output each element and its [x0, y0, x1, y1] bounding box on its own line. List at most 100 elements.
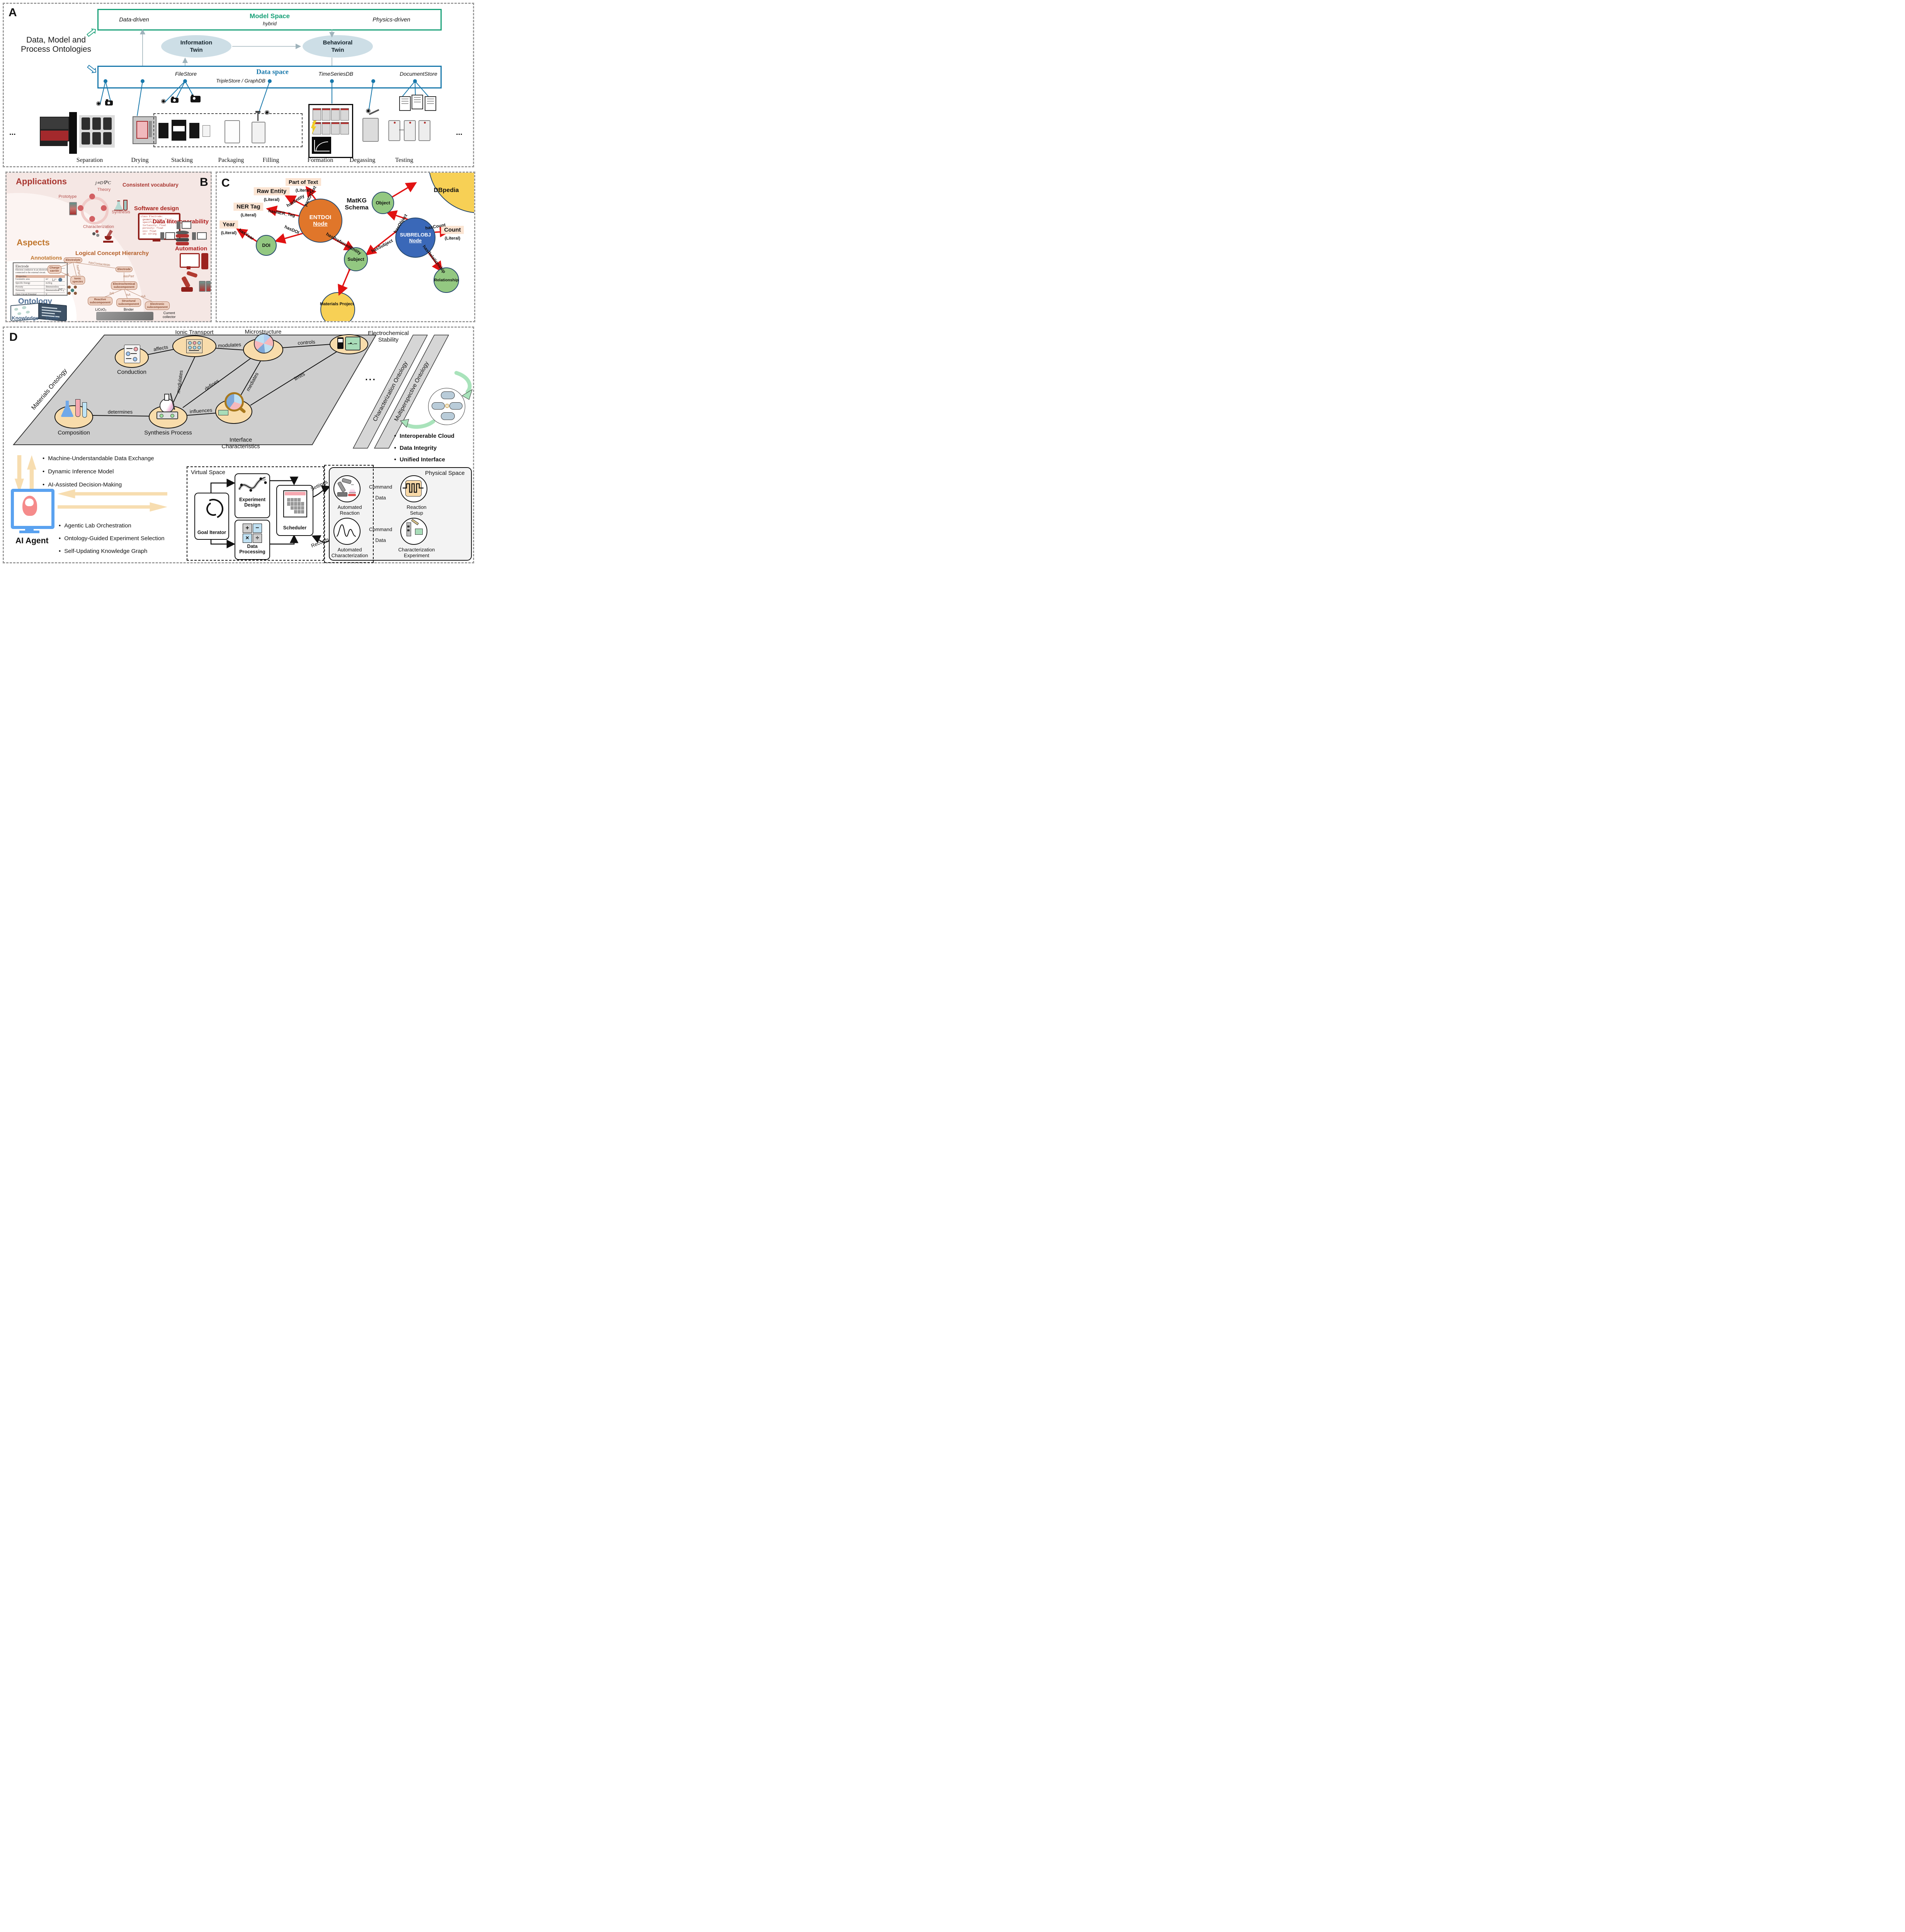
prop-name: Open Circuit Potential [15, 293, 36, 296]
edge-modulates-top: modulates [218, 341, 242, 349]
automation-heading: Automation [175, 245, 208, 252]
h-node-structural-sub: Structural subcomponent [116, 298, 141, 307]
literal-label: (Literal) [221, 231, 237, 235]
annotation-properties-header: Properties [15, 275, 65, 278]
h-edge-haspart-right: hasPart [123, 274, 134, 278]
microscope-icon [102, 230, 115, 243]
characterization-experiment-label: Characterization Experiment [398, 547, 435, 558]
node-object: Object [372, 192, 394, 214]
automated-reaction-line2: Reaction [340, 510, 360, 516]
filling-pouch [252, 122, 265, 143]
calc-times: × [243, 534, 252, 543]
prop-name: Porosity [15, 286, 44, 289]
edge-hassubject: hasSubject [371, 238, 394, 254]
node-subrelobj: SUBRELOBJ Node [395, 218, 435, 258]
hierarchy-heading: Logical Concept Hierarchy [75, 250, 149, 257]
h-node-ionic-species-line1: Ionic [74, 277, 81, 281]
data-processing-line1: Data [247, 544, 258, 549]
software-design-heading: Software design [134, 205, 179, 212]
model-space-title: Model Space [250, 12, 290, 20]
lens-icon: ◉ [366, 107, 371, 114]
physical-space-title: Physical Space [425, 470, 465, 476]
ellipsis-right: ... [456, 128, 463, 137]
reaction-setup-line2: Setup [410, 510, 423, 516]
documentstore-label: DocumentStore [400, 71, 437, 77]
model-space-data-driven: Data-driven [119, 16, 149, 23]
testing-pouch [404, 120, 416, 141]
coil-icon [403, 483, 424, 493]
testing-pouch [388, 120, 400, 141]
reaction-setup-circle [400, 475, 427, 502]
node-conduction [115, 345, 149, 368]
h-node-electrochemical-line2: subcomponent [114, 285, 134, 289]
node-entdoi: ENTDOI Node [298, 199, 342, 243]
robot-arm-icon [181, 270, 211, 294]
camera-icon [105, 99, 113, 105]
node-count: Count [441, 226, 464, 234]
code-line: class Electrode: [141, 215, 163, 218]
composition-label: Composition [58, 429, 90, 436]
h-node-charge-carrier-line2: carrier [50, 269, 59, 272]
cycle-dot [89, 216, 95, 222]
schema-title-line2: Schema [345, 204, 369, 211]
testing-pouch [418, 120, 430, 141]
node-year: Year [219, 220, 238, 229]
li-ion-label: Li⁺ [52, 278, 57, 282]
brain-head-icon [22, 496, 37, 516]
node-relationship: Relationship [434, 267, 459, 293]
data-interoperability-heading2: Data Interoperability [153, 218, 209, 225]
peaks-icon [336, 524, 356, 537]
h-node-reactive-sub: Reactive subcomponent [88, 297, 112, 305]
command-top-label: Command [369, 484, 392, 490]
filling-syringe-icon [255, 111, 260, 113]
degassing-pouch [362, 118, 379, 142]
step-stacking: Stacking [171, 157, 193, 163]
automated-reaction-circle [333, 475, 361, 502]
theory-formula: j∝D∇²C [95, 180, 111, 185]
filestore-label: FileStore [175, 71, 197, 77]
left-bullet-1: Dynamic Inference Model [43, 468, 114, 475]
agent-bullet-1: Ontology-Guided Experiment Selection [59, 535, 164, 542]
flask-icon [114, 201, 123, 211]
h-node-electronic-line1: Electronic [150, 302, 165, 306]
panel-a-connectors [100, 29, 429, 116]
automation-computer-icon [180, 253, 209, 271]
node-subject: Subject [344, 247, 368, 271]
computer-icon [177, 221, 191, 231]
stacking-section-outline [153, 113, 303, 147]
experiment-design-line2: Design [244, 502, 260, 508]
document-icon [399, 96, 411, 111]
edge-hasentity: hasEntity [286, 194, 306, 208]
camera-icon [171, 97, 179, 103]
information-twin-line2: Twin [190, 47, 203, 53]
automated-reaction-label: Automated Reaction [338, 504, 362, 516]
interoperable-cloud-icon: ⚙ [428, 388, 465, 425]
interface-line1: Interface [229, 437, 252, 443]
node-microstructure [243, 333, 283, 361]
drying-machine [133, 116, 156, 144]
agent-bullet-2: Self-Updating Knowledge Graph [59, 548, 147, 554]
panel-d: D [3, 327, 474, 563]
edge-determines: determines [107, 409, 133, 415]
scheduler-icon [283, 490, 307, 517]
figure-canvas: A Data, Model and Process Ontologies ⇨ ⇨… [0, 0, 476, 565]
prop-unit: mAh/g [44, 282, 65, 286]
node-electrochemical-stability [330, 334, 368, 354]
automated-characterization-line1: Automated [337, 547, 362, 553]
document-icon [412, 95, 423, 109]
test-tube-icon [123, 200, 128, 211]
node-ionic-transport [172, 335, 216, 357]
packaging-pouch [225, 120, 240, 143]
behavioral-twin: Behavioral Twin [303, 35, 373, 58]
literal-label: (Literal) [295, 188, 311, 193]
h-node-electrochemical-line1: Electrochemical [113, 282, 135, 286]
characterization-experiment-circle [400, 518, 427, 545]
monitor-stand [25, 526, 34, 531]
h-node-electrode: Electrode [115, 267, 133, 272]
prop-unit: V [44, 293, 65, 296]
annotations-heading: Annotations [31, 255, 62, 261]
automated-reaction-line1: Automated [337, 504, 362, 510]
code-line: ocv: float [143, 230, 157, 233]
node-composition [54, 399, 93, 429]
panel-c: C DBpedia Materials Project Part of Text… [216, 172, 475, 322]
